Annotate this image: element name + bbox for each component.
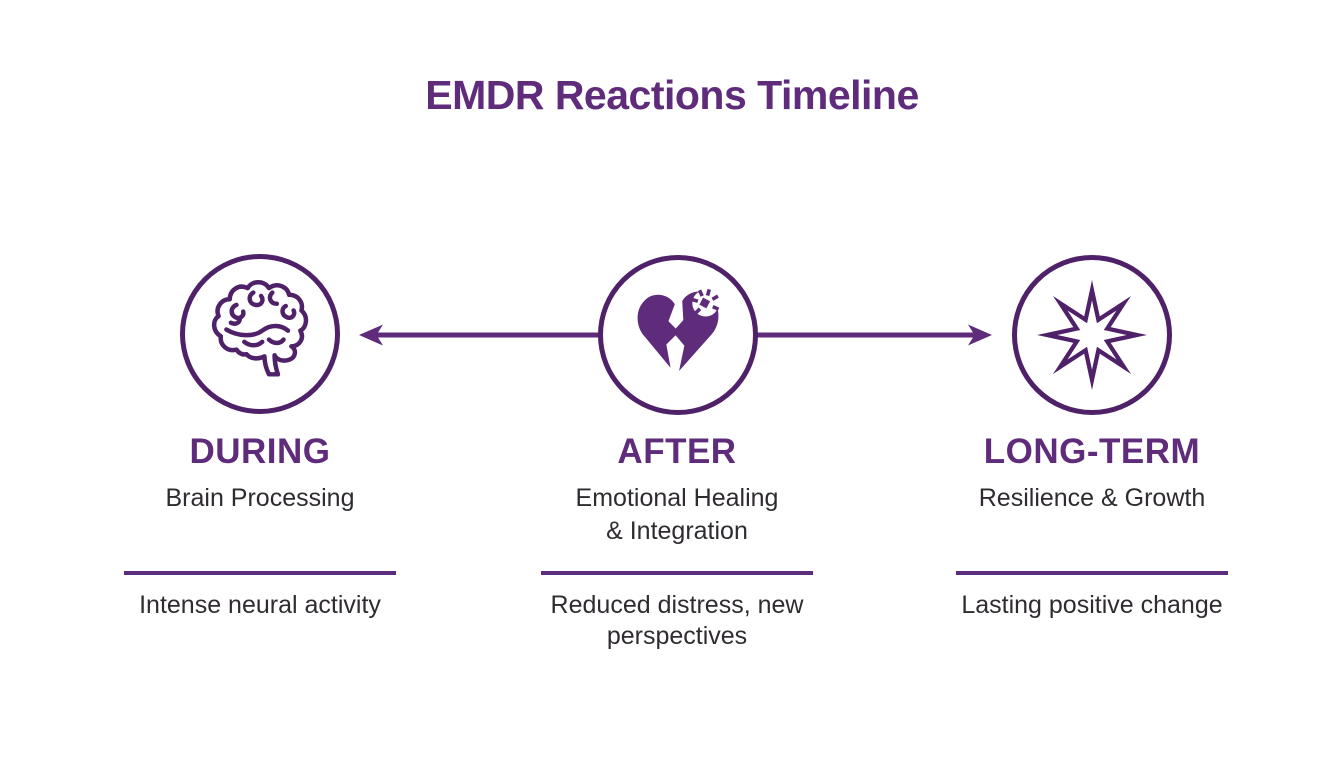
stage-heading: AFTER [617, 432, 737, 471]
stage-note: Intense neural activity [139, 591, 381, 619]
stage-heading: DURING [189, 432, 331, 471]
stage-divider [956, 571, 1228, 575]
stage-circle-long-term [1012, 255, 1172, 415]
brain-icon [211, 279, 309, 377]
page-title: EMDR Reactions Timeline [425, 72, 919, 118]
stage-circle-after [598, 255, 758, 415]
stage-subtitle: Brain Processing [165, 484, 355, 512]
arrow-right-icon [755, 324, 992, 346]
stage-heading: LONG-TERM [983, 432, 1201, 471]
stage-divider [124, 571, 396, 575]
arrow-left-icon [359, 324, 600, 346]
stage-long-term: LONG-TERM Resilience & Growth Lasting po… [922, 432, 1262, 667]
stage-divider [541, 571, 813, 575]
stage-subtitle: Resilience & Growth [978, 484, 1206, 512]
stage-note: Reduced distress, new perspectives [550, 591, 804, 650]
stage-note: Lasting positive change [961, 591, 1223, 619]
broken-heart-icon [637, 288, 720, 372]
stage-during: DURING Brain Processing Intense neural a… [90, 432, 430, 667]
stage-circle-during [180, 254, 340, 414]
stage-after: AFTER Emotional Healing & Integration Re… [507, 432, 847, 667]
stage-subtitle: Emotional Healing & Integration [575, 484, 779, 545]
sparkle-icon [691, 288, 720, 317]
starburst-icon [1037, 280, 1147, 390]
